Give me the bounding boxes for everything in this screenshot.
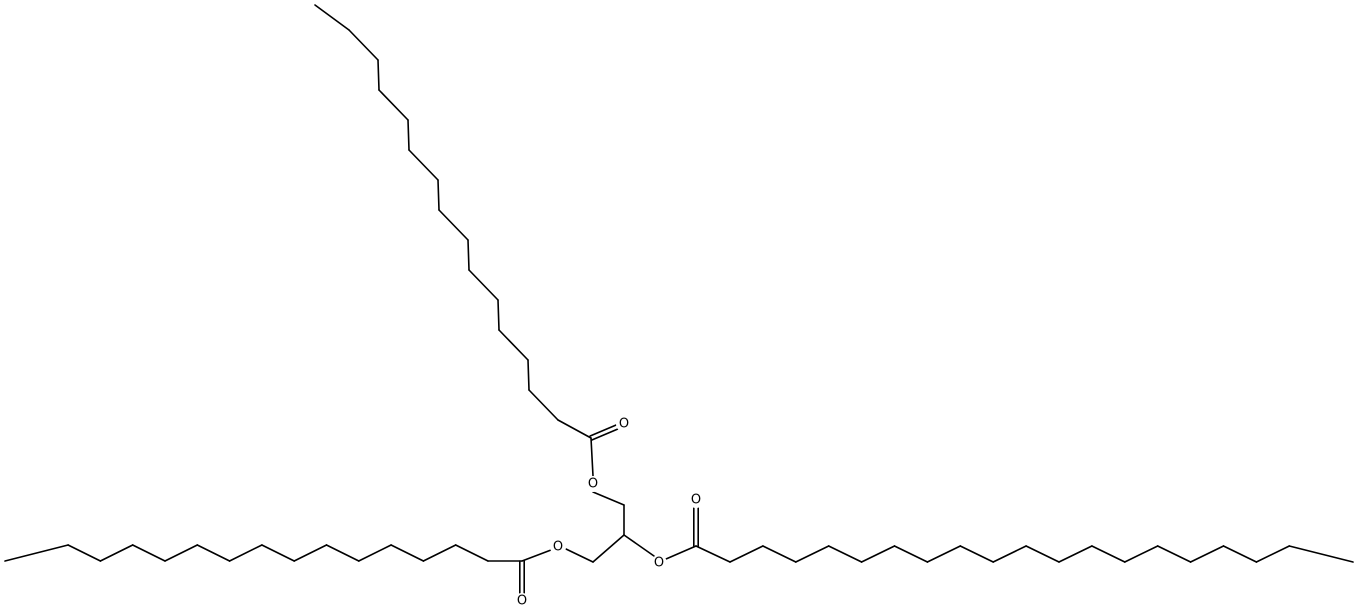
right-acyl-chain-bond [1091, 545, 1126, 563]
right-acyl-chain-bond [827, 545, 863, 563]
right-acyl-chain-bond [1124, 545, 1159, 563]
top-acyl-chain-bond [498, 329, 529, 361]
right-acyl-chain-bond [860, 545, 896, 563]
top-acyl-chain-bond [377, 59, 380, 91]
left-acyl-chain-bond [196, 544, 231, 562]
right-acyl-chain-bond [1288, 545, 1354, 563]
left-acyl-chain-bond [131, 544, 166, 562]
right-acyl-chain-bond [893, 545, 929, 563]
top-acyl-chain-bond [407, 119, 410, 151]
top-acyl-chain-bond [314, 4, 350, 31]
right-acyl-chain-bond [1189, 545, 1225, 563]
right-acyl-chain-bond [1156, 545, 1192, 563]
right-acyl-chain-bond [794, 545, 830, 563]
right-acyl-chain-bond [762, 545, 797, 563]
top-acyl-chain-bond [528, 389, 559, 421]
right-ester-bond [665, 545, 697, 560]
carbonyl-oxygen-right: O [691, 493, 701, 508]
left-acyl-chain-bond [325, 544, 360, 562]
left-acyl-chain-bond [99, 544, 134, 562]
left-acyl-chain-bond [390, 544, 425, 562]
top-acyl-chain-bond [468, 269, 499, 301]
left-acyl-chain-bond [454, 544, 489, 562]
carbonyl-oxygen-left: O [517, 594, 527, 609]
left-acyl-chain-bond [422, 544, 457, 562]
atom-label-layer: O O O O O O [514, 416, 704, 609]
right-acyl-chain-bond [959, 545, 995, 563]
top-carbonyl-double-bond [589, 424, 617, 437]
top-acyl-chain-bond [437, 179, 440, 211]
right-acyl-chain-bond [1025, 545, 1060, 563]
top-acyl-chain-bond [438, 209, 469, 241]
carbonyl-oxygen-top: O [619, 417, 629, 432]
left-acyl-chain-bond [228, 544, 263, 562]
ester-oxygen-left: O [553, 540, 563, 555]
bond-layer [4, 4, 1354, 594]
top-acyl-chain-bond [348, 29, 379, 61]
top-acyl-chain-bond [467, 239, 470, 271]
top-acyl-chain-bond [557, 419, 592, 439]
right-acyl-chain-bond [1255, 545, 1291, 563]
top-acyl-chain-bond [527, 359, 530, 391]
right-acyl-chain-bond [1222, 545, 1258, 563]
left-acyl-chain-bond [357, 544, 392, 562]
glycerol-backbone-bond [592, 534, 625, 563]
top-carbonyl-double-bond [591, 428, 619, 441]
top-acyl-chain-bond [408, 149, 439, 181]
left-acyl-chain-bond [67, 544, 102, 562]
left-acyl-chain-bond [293, 544, 328, 562]
right-acyl-chain-bond [729, 545, 764, 563]
left-acyl-chain-bond [164, 544, 199, 562]
left-acyl-chain-bond [4, 544, 69, 562]
left-acyl-chain-bond [261, 544, 296, 562]
top-acyl-chain-bond [497, 299, 500, 331]
glycerol-to-top-ester-bond [592, 491, 625, 506]
right-acyl-chain-bond [1058, 545, 1093, 563]
glycerol-to-right-ester-bond [623, 534, 655, 557]
ester-oxygen-top: O [588, 477, 598, 492]
right-acyl-chain-bond [926, 545, 962, 563]
right-acyl-chain-bond [992, 545, 1027, 563]
top-ester-bond [590, 437, 594, 477]
glycerol-backbone-bond [565, 548, 594, 563]
right-acyl-chain-bond [695, 545, 731, 563]
top-acyl-chain-bond [378, 89, 409, 121]
left-ester-bond [521, 549, 552, 562]
ester-oxygen-right: O [654, 556, 664, 571]
